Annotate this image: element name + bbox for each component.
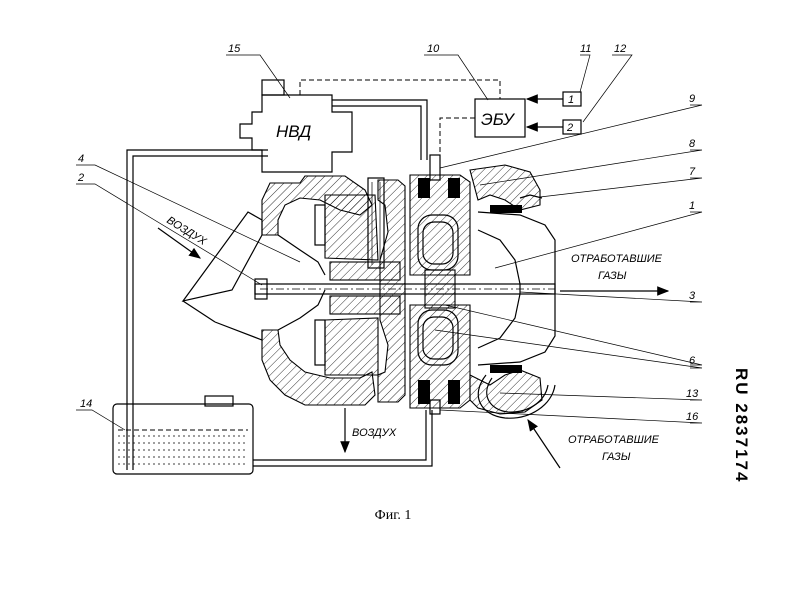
air-outlet-label: ВОЗДУХ [352,427,397,439]
callout-14: 14 [80,398,92,410]
ecu-label: ЭБУ [481,110,516,129]
ecu-block: ЭБУ [474,98,526,138]
exhaust-outlet-label-1: ОТРАБОТАВШИЕ [571,253,663,265]
control-lines [299,79,501,162]
fuel-tank [112,395,254,475]
figure-caption: Фиг. 1 [375,508,412,523]
callout-12: 12 [614,43,626,55]
flow-arrows [157,227,670,469]
hpfp-label: НВД [276,122,311,141]
bearing-housing [329,177,406,403]
compressor-housing [261,175,379,406]
fuel-lines [126,99,433,470]
callout-11: 11 [580,43,591,55]
callout-10: 10 [427,43,440,55]
callout-4: 4 [78,153,84,165]
sensor-1-label: 1 [568,94,574,106]
callout-9: 9 [689,93,695,105]
high-pressure-fuel-pump: НВД [239,79,353,173]
turbine-housing [469,164,556,419]
callout-13: 13 [686,388,699,400]
callout-numbers: 15 10 11 12 9 8 7 1 4 2 3 6 13 14 16 [77,43,699,423]
air-inlet-pipe [181,211,263,341]
callout-8: 8 [689,138,696,150]
electric-machine [409,154,471,415]
exhaust-inlet-label-1: ОТРАБОТАВШИЕ [568,434,660,446]
sensor-2: 2 [562,119,582,135]
exhaust-inlet-label-2: ГАЗЫ [602,451,631,463]
callout-16: 16 [686,411,699,423]
callout-6: 6 [689,355,696,367]
callout-1: 1 [689,200,695,212]
air-inlet-label: ВОЗДУХ [164,214,208,248]
leader-lines [76,54,703,431]
sensor-1: 1 [562,91,582,107]
exhaust-outlet-label-2: ГАЗЫ [598,270,627,282]
callout-15: 15 [228,43,241,55]
callout-3: 3 [689,290,696,302]
sensor-2-label: 2 [566,122,573,134]
patent-number: RU 2837174 [732,368,751,483]
callout-2: 2 [77,172,84,184]
callout-7: 7 [689,166,696,178]
